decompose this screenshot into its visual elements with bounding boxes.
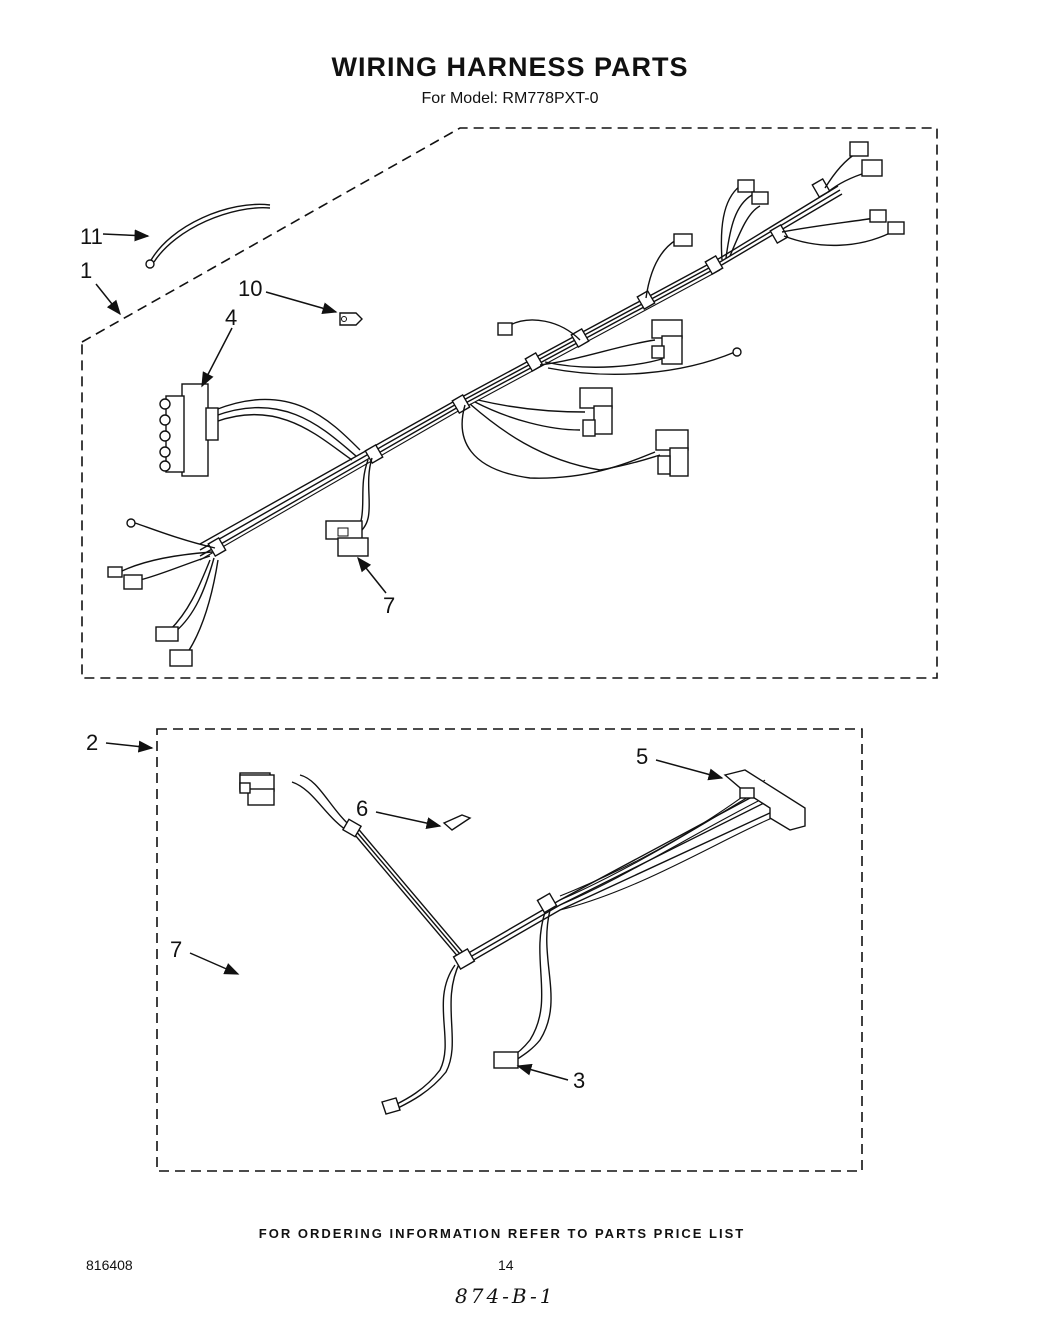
part-6-terminal [442, 814, 472, 831]
callout-2-leader [105, 740, 154, 753]
callout-5: 5 [636, 744, 648, 769]
harness-2-boundary [156, 728, 863, 1172]
part-11-wire [145, 203, 271, 269]
part-5-connector [723, 769, 806, 831]
callout-7-upper: 7 [383, 593, 395, 618]
callout-4: 4 [225, 305, 237, 330]
document-number: 816408 [86, 1257, 133, 1273]
callout-11-leader [102, 229, 150, 242]
page-title: WIRING HARNESS PARTS [331, 52, 689, 82]
callout-7-lower-leader [189, 952, 240, 975]
callout-7-lower: 7 [170, 937, 182, 962]
part-10-terminal [339, 312, 363, 326]
callout-6-leader [375, 811, 442, 829]
main-harness-trunk [199, 185, 843, 561]
lower-harness-trunk [354, 779, 773, 966]
handwritten-code: 874-B-1 [455, 1284, 556, 1308]
center-connectors [579, 319, 689, 477]
callout-1-leader [95, 283, 121, 316]
lower-terminal-branch [381, 961, 461, 1115]
part-3-connector [452, 892, 558, 1069]
center-branches [461, 233, 742, 479]
callout-1: 1 [80, 258, 92, 283]
callout-5-leader [655, 759, 724, 781]
callout-11: 11 [80, 224, 103, 249]
callout-4-leader [201, 327, 233, 388]
ordering-note: FOR ORDERING INFORMATION REFER TO PARTS … [258, 1226, 746, 1241]
part-7-upper-connector [325, 457, 373, 557]
callout-10-leader [265, 291, 338, 315]
part-4-connector [159, 383, 361, 477]
callout-3-leader [516, 1063, 569, 1081]
callout-6: 6 [356, 796, 368, 821]
harness-1-boundary [81, 127, 938, 679]
right-end-branches [720, 141, 905, 261]
callout-10: 10 [238, 276, 262, 301]
tape-bands [207, 177, 831, 558]
page-number: 14 [498, 1257, 514, 1273]
callout-2: 2 [86, 730, 98, 755]
part-7-lower-connector [239, 772, 363, 838]
callout-7-upper-leader [357, 556, 387, 594]
model-subtitle: For Model: RM778PXT-0 [421, 90, 599, 107]
callout-3: 3 [573, 1068, 585, 1093]
left-end-branches [107, 518, 219, 667]
